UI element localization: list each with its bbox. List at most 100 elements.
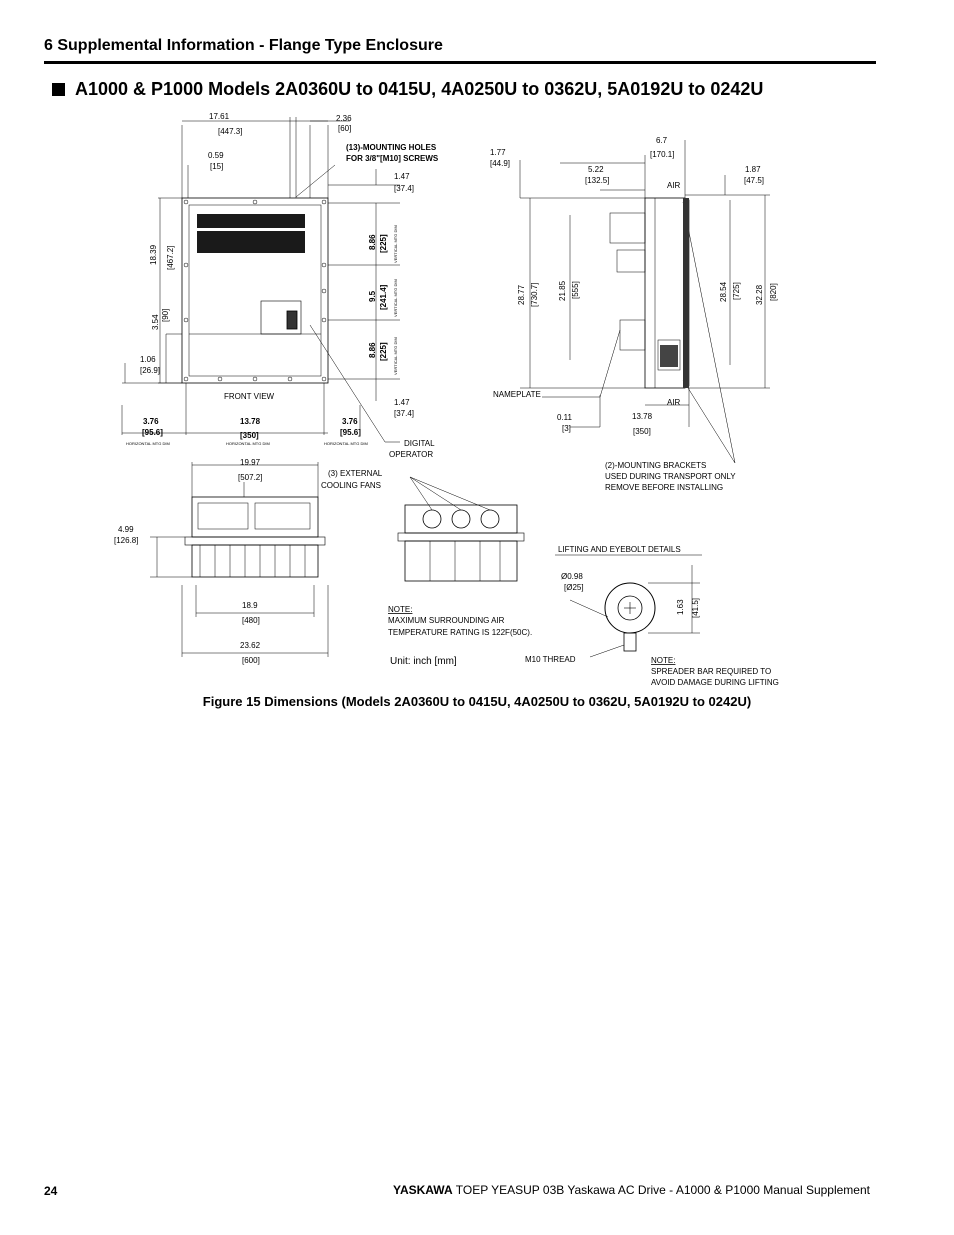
eyebolt-note-2: AVOID DAMAGE DURING LIFTING — [651, 678, 779, 687]
fan-view-top — [404, 504, 518, 534]
mounting-holes-label-2: FOR 3/8"[M10] SCREWS — [346, 154, 439, 163]
eyebolt-dia-mm: [Ø25] — [564, 583, 584, 592]
front-v2-in: 9.5 — [368, 290, 377, 302]
note-text-1: MAXIMUM SURROUNDING AIR — [388, 616, 505, 625]
bottom-w-mm: [507.2] — [238, 473, 262, 482]
digital-operator-box — [260, 300, 302, 335]
front-height-mm: [467.2] — [166, 246, 175, 270]
footer: YASKAWA TOEP YEASUP 03B Yaskawa AC Drive… — [393, 1183, 870, 1197]
front-flange-mm: [60] — [338, 124, 351, 133]
front-h2-mm: [350] — [240, 431, 259, 440]
side-r-in: 28.54 — [719, 281, 728, 302]
eyebolt-note-label: NOTE: — [651, 656, 675, 665]
page-number: 24 — [44, 1184, 58, 1198]
front-low-mm: [90] — [161, 309, 170, 322]
eyebolt-note-1: SPREADER BAR REQUIRED TO — [651, 667, 771, 676]
side-c-mm: [47.5] — [744, 176, 764, 185]
footer-brand: YASKAWA — [393, 1183, 453, 1197]
note-text-2: TEMPERATURE RATING IS 122F(50C). — [388, 628, 532, 637]
eyebolt-title: LIFTING AND EYEBOLT DETAILS — [558, 545, 681, 554]
side-top-mm: [170.1] — [650, 150, 674, 159]
side-d-in: 0.11 — [557, 413, 573, 422]
side-e-in: 13.78 — [632, 412, 653, 421]
front-top-in: 1.47 — [394, 172, 410, 181]
front-v3-mm: [225] — [379, 342, 388, 361]
front-hmtg-2: HORIZONTAL MTG DIM — [226, 441, 270, 446]
front-v1-mm: [225] — [379, 234, 388, 253]
mounting-holes-label: (13)-MOUNTING HOLES — [346, 143, 437, 152]
side-m-mm: [555] — [571, 281, 580, 299]
fans-label-2: COOLING FANS — [321, 481, 381, 490]
air-label-top: AIR — [667, 181, 681, 190]
side-c-in: 1.87 — [745, 165, 761, 174]
square-bullet-icon — [52, 83, 65, 96]
brackets-label-2: USED DURING TRANSPORT ONLY — [605, 472, 736, 481]
figure-caption: Figure 15 Dimensions (Models 2A0360U to … — [202, 694, 752, 709]
front-view-label: FRONT VIEW — [224, 392, 275, 401]
bottom-i-mm: [480] — [242, 616, 260, 625]
side-t-mm: [820] — [769, 283, 778, 301]
side-r-mm: [725] — [732, 282, 741, 300]
front-view-inner — [188, 204, 322, 377]
bottom-o-mm: [600] — [242, 656, 260, 665]
front-v2-mm: [241.4] — [379, 284, 388, 310]
page-title: A1000 & P1000 Models 2A0360U to 0415U, 4… — [75, 79, 764, 99]
bottom-h-in: 4.99 — [118, 525, 134, 534]
brackets-label-3: REMOVE BEFORE INSTALLING — [605, 483, 723, 492]
front-v1-in: 8.86 — [368, 234, 377, 250]
front-width-in: 17.61 — [209, 112, 230, 121]
front-bottom-in: 1.47 — [394, 398, 410, 407]
front-vmtg-1: VERTICAL MTG DIM — [393, 225, 398, 263]
front-low-in: 3.54 — [151, 314, 160, 330]
front-view-outline — [181, 197, 329, 384]
fans-label-1: (3) EXTERNAL — [328, 469, 383, 478]
note-label: NOTE: — [388, 605, 412, 614]
bottom-h-mm: [126.8] — [114, 536, 138, 545]
side-a-in: 1.77 — [490, 148, 506, 157]
front-h2-in: 13.78 — [240, 417, 261, 426]
side-h-in: 28.77 — [517, 284, 526, 305]
air-label-bottom: AIR — [667, 398, 681, 407]
thread-label: M10 THREAD — [525, 655, 576, 664]
side-b-in: 5.22 — [588, 165, 604, 174]
side-m-in: 21.85 — [558, 280, 567, 301]
brackets-label-1: (2)-MOUNTING BRACKETS — [605, 461, 706, 470]
front-bottom-mm: [37.4] — [394, 409, 414, 418]
bottom-w-in: 19.97 — [240, 458, 261, 467]
fan-view-body — [404, 540, 518, 582]
digital-operator-label: DIGITAL — [404, 439, 435, 448]
side-d-mm: [3] — [562, 424, 571, 433]
unit-label: Unit: inch [mm] — [390, 656, 457, 667]
front-flange-in: 2.36 — [336, 114, 352, 123]
front-hmtg-1: HORIZONTAL MTG DIM — [126, 441, 170, 446]
front-vmtg-3: VERTICAL MTG DIM — [393, 337, 398, 375]
eyebolt-h-in: 1.63 — [676, 599, 685, 615]
front-hmtg-3: HORIZONTAL MTG DIM — [324, 441, 368, 446]
bottom-view-fins — [191, 544, 319, 578]
side-b-mm: [132.5] — [585, 176, 609, 185]
front-h3-in: 3.76 — [342, 417, 358, 426]
front-side-in: 1.06 — [140, 355, 156, 364]
front-vmtg-2: VERTICAL MTG DIM — [393, 279, 398, 317]
side-top-in: 6.7 — [656, 136, 668, 145]
front-h1-mm: [95.6] — [142, 428, 163, 437]
side-a-mm: [44.9] — [490, 159, 510, 168]
front-h3-mm: [95.6] — [340, 428, 361, 437]
front-offset-mm: [15] — [210, 162, 223, 171]
digital-operator-label-2: OPERATOR — [389, 450, 433, 459]
front-h1-in: 3.76 — [143, 417, 159, 426]
nameplate-label: NAMEPLATE — [493, 390, 541, 399]
side-t-in: 32.28 — [755, 284, 764, 305]
footer-doc-title: TOEP YEASUP 03B Yaskawa AC Drive - A1000… — [452, 1183, 870, 1197]
side-e-mm: [350] — [633, 427, 651, 436]
eyebolt-dia-in: Ø0.98 — [561, 572, 583, 581]
figure-heading: A1000 & P1000 Models 2A0360U to 0415U, 4… — [52, 79, 763, 100]
bottom-i-in: 18.9 — [242, 601, 258, 610]
header-rule — [44, 61, 876, 64]
section-header: 6 Supplemental Information - Flange Type… — [44, 37, 443, 54]
front-side-mm: [26.9] — [140, 366, 160, 375]
front-v3-in: 8.86 — [368, 342, 377, 358]
bottom-o-in: 23.62 — [240, 641, 261, 650]
front-offset-in: 0.59 — [208, 151, 224, 160]
front-top-mm: [37.4] — [394, 184, 414, 193]
